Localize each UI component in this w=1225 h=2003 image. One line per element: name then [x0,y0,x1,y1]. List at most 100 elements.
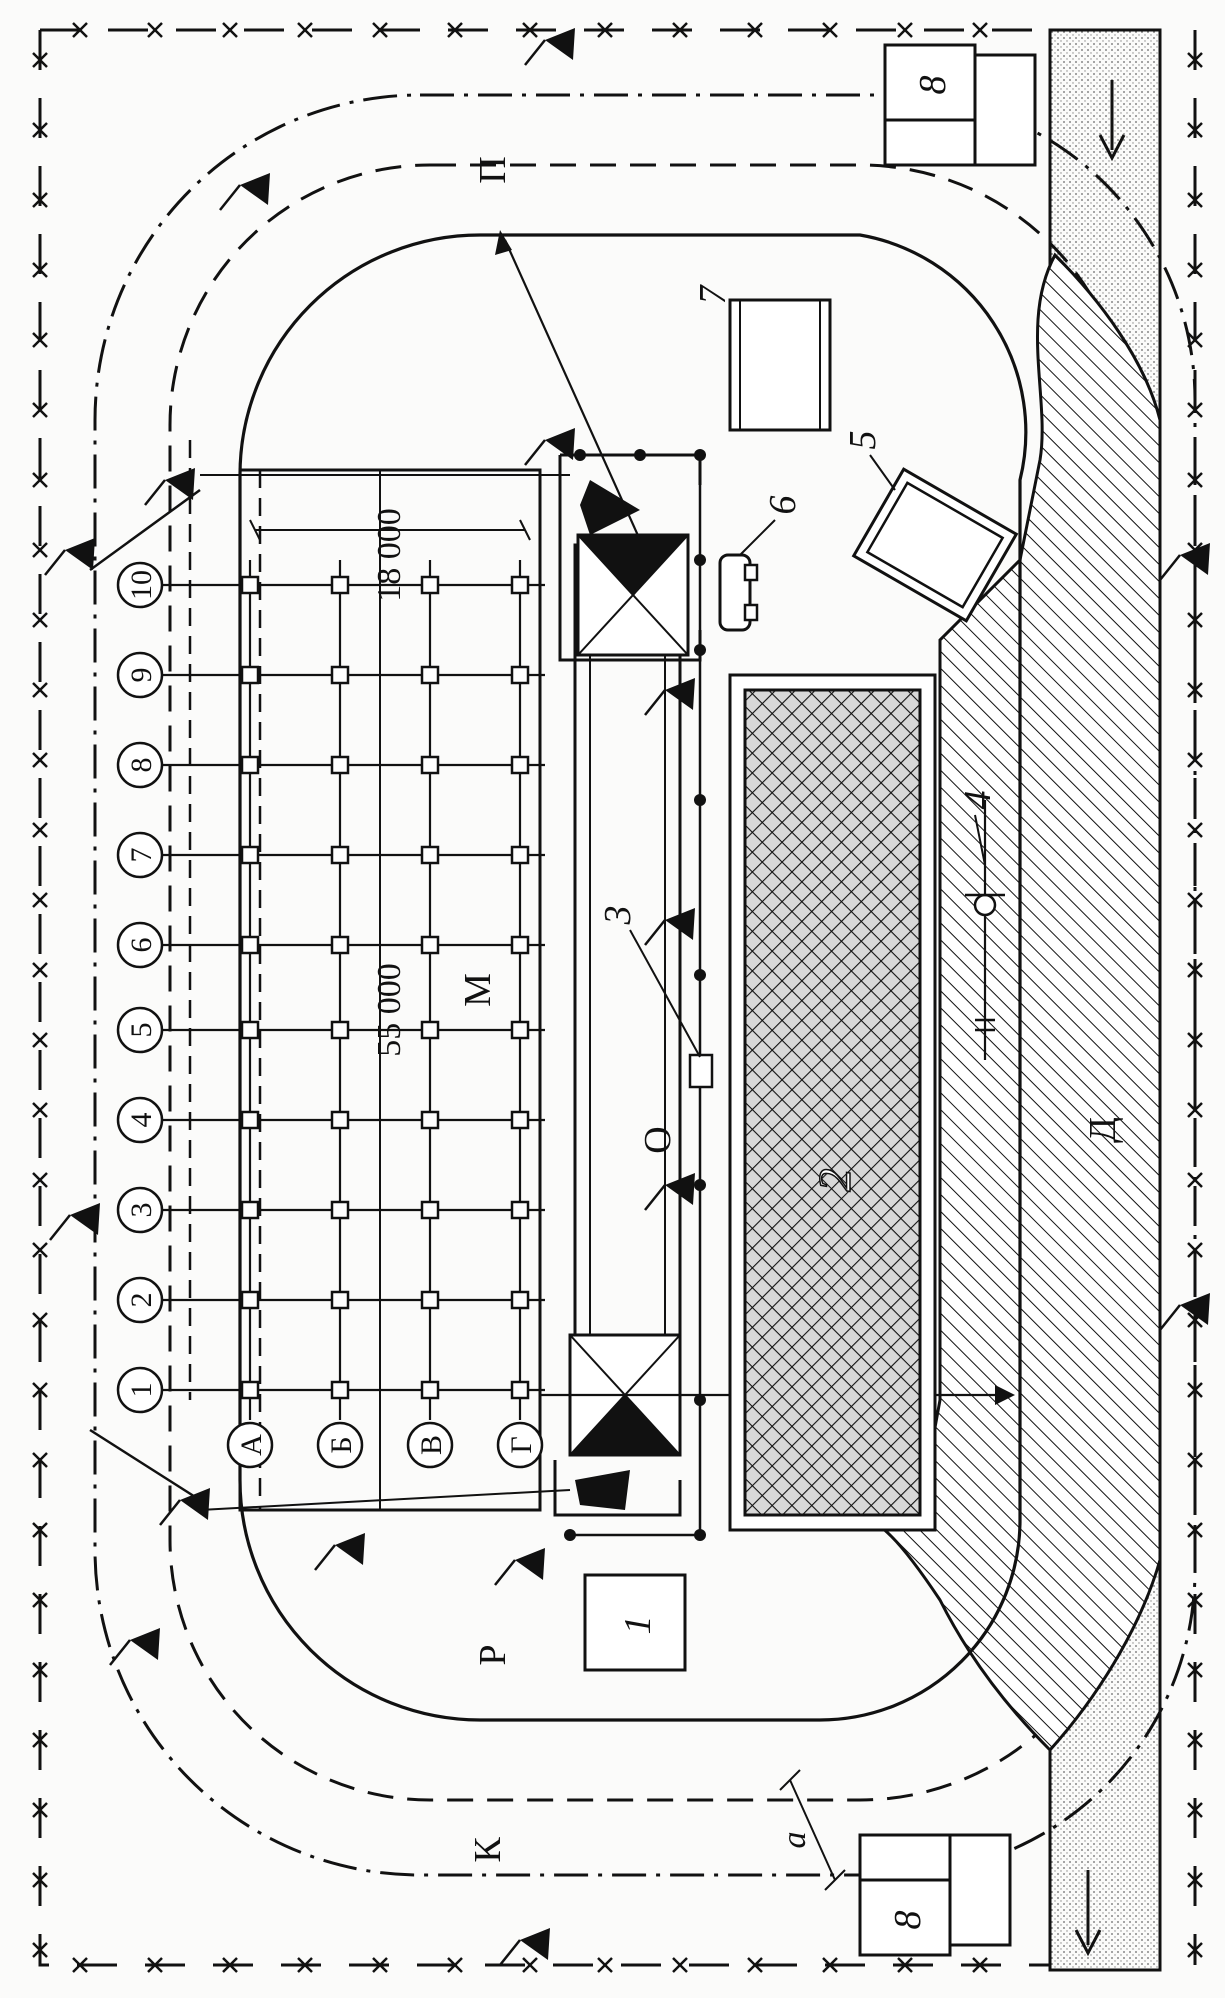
warning-flag [130,1628,160,1660]
label-object-3: 3 [597,906,639,926]
column [510,575,530,595]
column [240,845,260,865]
label-object-8a: 8 [912,76,954,95]
warning-flag [1180,543,1210,575]
object-7 [728,298,832,432]
warning-flag-pole [524,39,546,66]
axis-letter-markers: А Б В Г [226,1421,544,1469]
axis-marker-5 [116,1006,164,1054]
axis-marker-6 [116,921,164,969]
axis-letter-label-1: А [235,1434,268,1456]
warning-flag-pole [44,549,66,576]
column [420,1290,440,1310]
warning-flag [180,1488,210,1520]
power-node [694,1179,706,1191]
warning-flag-pole [644,919,666,946]
column [420,665,440,685]
warning-flags [44,28,1210,1966]
axis-letter-label-3: В [415,1435,448,1455]
label-object-1: 1 [617,1616,659,1635]
column [330,935,350,955]
label-object-6: 6 [762,496,804,515]
column [420,575,440,595]
warning-flag-pole [109,1639,131,1666]
power-node [564,1529,576,1541]
column [330,1380,350,1400]
axis-marker-3 [116,1186,164,1234]
column [330,1110,350,1130]
axis-label-5: 5 [125,1023,158,1038]
axis-letter-marker-3 [406,1421,454,1469]
warning-flag-pole [1159,554,1181,581]
warning-flag-pole [644,689,666,716]
excavation-hatched [849,252,1162,1753]
column [510,755,530,775]
label-object-7: 7 [692,284,734,305]
crane-track [573,543,682,1372]
crane-position-bottom [553,1333,682,1517]
column [330,1200,350,1220]
column [510,665,530,685]
column [240,1290,260,1310]
column [330,845,350,865]
column [510,845,530,865]
object-6 [718,519,776,632]
power-node [694,1394,706,1406]
column [420,1110,440,1130]
dim-length: 55 000 [371,963,408,1057]
label-dim-a: a [776,1832,813,1849]
dim-a [779,1769,846,1891]
zone-label-k: К [467,1837,509,1863]
axis-letter-label-4: Г [505,1436,538,1453]
column [330,575,350,595]
power-node [634,449,646,461]
column [420,1020,440,1040]
warning-flag [665,1173,695,1205]
warning-flag [1180,1293,1210,1325]
warning-flag [65,538,95,570]
label-object-5: 5 [842,431,884,450]
warning-flag [165,468,195,500]
column-grid [150,560,545,1420]
object-5 [851,467,1019,623]
column [510,1200,530,1220]
axis-letter-marker-4 [496,1421,544,1469]
column [330,665,350,685]
power-node [694,969,706,981]
axis-marker-7 [116,831,164,879]
label-object-2: 2 [809,1169,860,1192]
column [420,845,440,865]
column [420,1380,440,1400]
column [240,1110,260,1130]
column [420,935,440,955]
axis-letter-label-2: Б [325,1436,358,1453]
label-object-4: 4 [957,791,999,810]
column [510,1110,530,1130]
axis-marker-2 [116,1276,164,1324]
column [240,1020,260,1040]
warning-flag-pole [314,1544,336,1571]
column [240,665,260,685]
axis-label-7: 7 [125,848,158,863]
warning-flag [545,428,575,460]
zone-label-p: П [472,156,514,183]
zone-label-d: Д [1082,1117,1124,1143]
crane-zone-dashed [168,163,1132,1802]
power-line [564,449,706,1541]
warning-flag [665,908,695,940]
warning-flag [545,28,575,60]
axis-label-2: 2 [125,1293,158,1308]
power-node [694,449,706,461]
warning-flag [515,1548,545,1580]
warning-flag-pole [499,1939,521,1966]
axis-marker-8 [116,741,164,789]
crane-reach-solid [238,233,1028,1722]
warning-flag-pole [144,479,166,506]
column [330,1020,350,1040]
column [510,1290,530,1310]
warning-flag-pole [644,1184,666,1211]
object-4-ground [965,800,1005,1060]
warning-flag-pole [494,1559,516,1586]
